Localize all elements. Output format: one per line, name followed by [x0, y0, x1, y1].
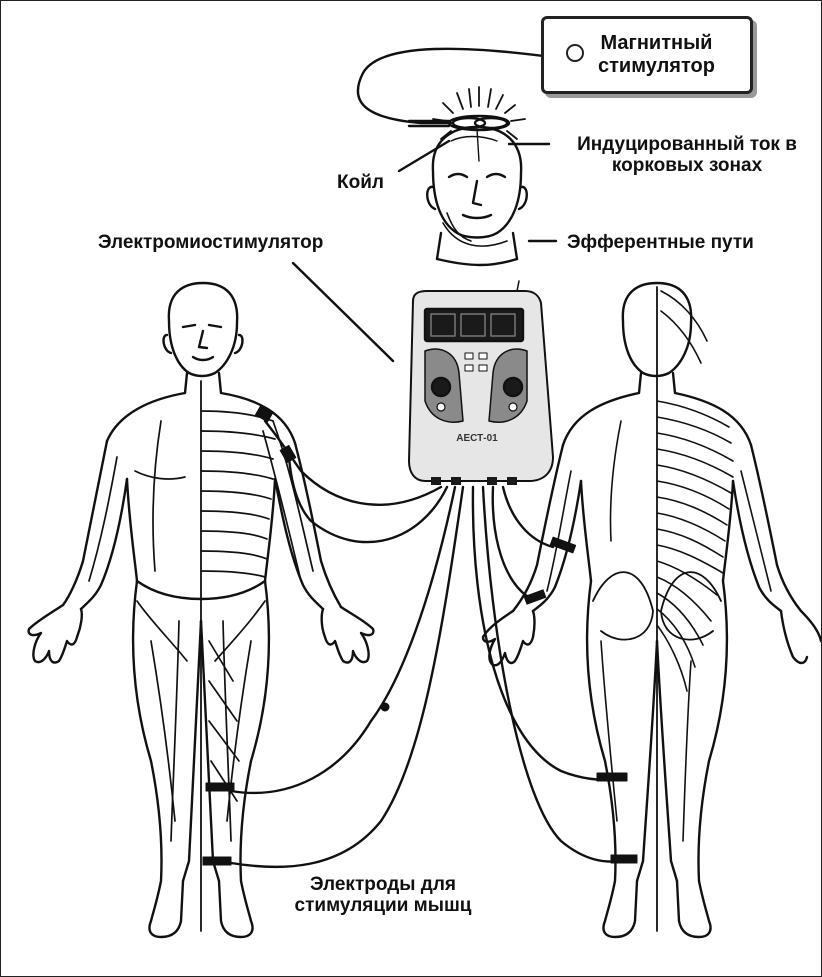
efferent-pathways-label: Эфферентные пути	[567, 232, 754, 253]
stimulator-port-icon	[566, 44, 584, 62]
induced-current-label: Индуцированный ток в корковых зонах	[553, 134, 821, 176]
coil-pointer	[399, 141, 449, 171]
electrodes-label: Электроды для стимуляции мышц	[263, 874, 503, 916]
electromyostimulator-device	[409, 281, 553, 485]
head-figure	[427, 127, 527, 265]
electromyostimulator-pointer	[293, 263, 393, 361]
coil-label: Койл	[337, 172, 384, 193]
electrode-cables	[231, 421, 621, 867]
magnetic-stimulator-box: Магнитный стимулятор	[541, 16, 753, 94]
front-body-figure	[29, 283, 374, 937]
device-brand: АЕСТ-01	[456, 433, 498, 444]
electromyostimulator-label: Электромиостимулятор	[98, 232, 323, 253]
magnetic-stimulator-label: Магнитный стимулятор	[598, 32, 715, 78]
coil-cable	[358, 49, 559, 123]
